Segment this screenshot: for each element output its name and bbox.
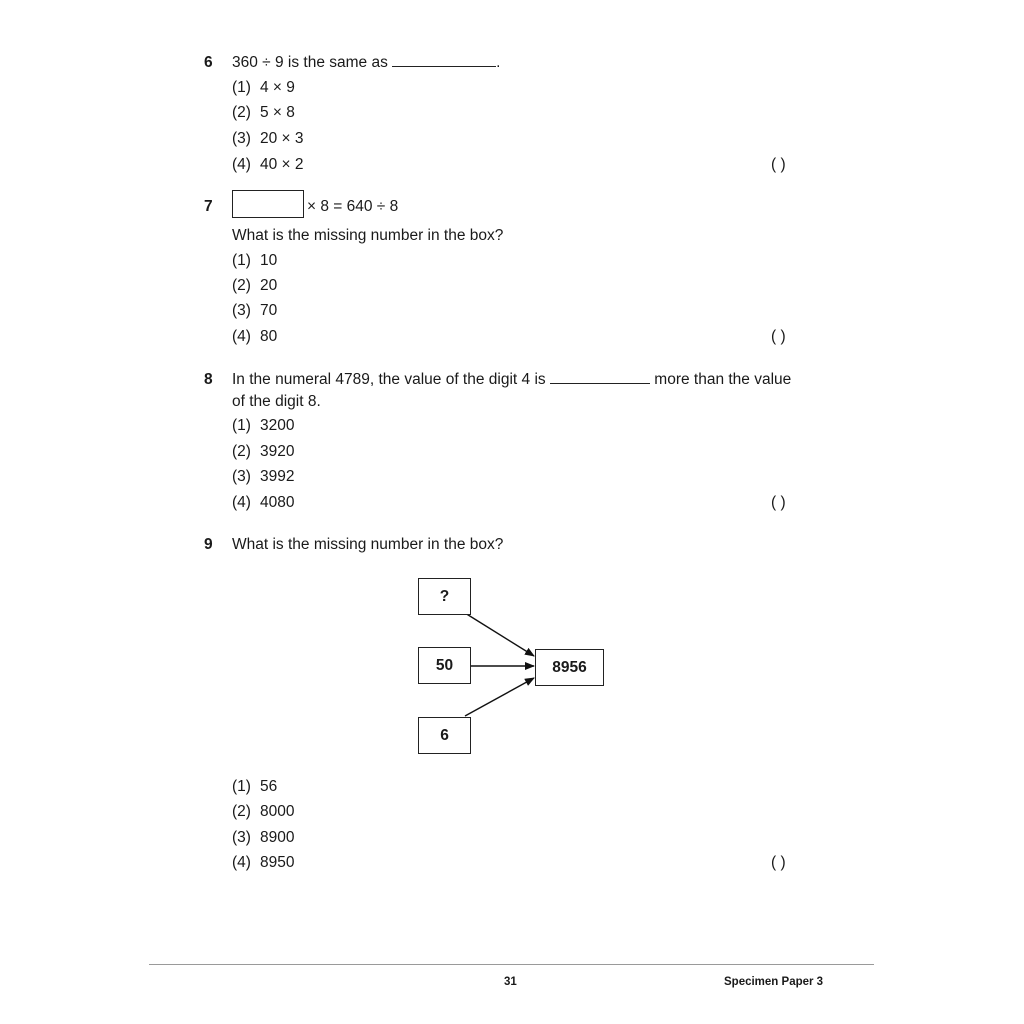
option-4[interactable]: (4)40 × 2 bbox=[232, 156, 304, 173]
answer-bracket[interactable]: ( ) bbox=[771, 854, 786, 871]
arrow-from-ones bbox=[464, 677, 535, 717]
question-text: What is the missing number in the box? bbox=[232, 227, 504, 244]
stem-text: In the numeral 4789, the value of the di… bbox=[232, 371, 546, 388]
option-1[interactable]: (1)4 × 9 bbox=[232, 79, 295, 96]
option-4[interactable]: (4)80 bbox=[232, 328, 278, 345]
answer-bracket[interactable]: ( ) bbox=[771, 156, 786, 173]
option-4[interactable]: (4)8950 bbox=[232, 854, 295, 871]
question-stem: In the numeral 4789, the value of the di… bbox=[232, 372, 791, 388]
question-number: 9 bbox=[204, 536, 213, 553]
answer-blank[interactable] bbox=[392, 65, 497, 67]
missing-number-box[interactable] bbox=[232, 190, 304, 218]
answer-bracket[interactable]: ( ) bbox=[771, 494, 786, 511]
answer-blank[interactable] bbox=[549, 382, 650, 384]
arrow-from-unknown bbox=[464, 612, 535, 657]
option-3[interactable]: (3)70 bbox=[232, 302, 278, 319]
ones-value-box: 6 bbox=[418, 717, 471, 754]
footer-divider bbox=[149, 964, 874, 965]
equation-text: × 8 = 640 ÷ 8 bbox=[307, 198, 399, 215]
option-4[interactable]: (4)4080 bbox=[232, 494, 295, 511]
stem-end: . bbox=[496, 54, 501, 71]
answer-bracket[interactable]: ( ) bbox=[771, 328, 786, 345]
tens-value-box: 50 bbox=[418, 647, 471, 684]
option-2[interactable]: (2)5 × 8 bbox=[232, 104, 295, 121]
question-stem: 360 ÷ 9 is the same as . bbox=[232, 55, 500, 71]
option-1[interactable]: (1)3200 bbox=[232, 417, 295, 434]
question-stem-line2: of the digit 8. bbox=[232, 393, 321, 410]
option-1[interactable]: (1)10 bbox=[232, 252, 278, 269]
stem-text: 360 ÷ 9 is the same as bbox=[232, 54, 388, 71]
option-3[interactable]: (3)3992 bbox=[232, 468, 295, 485]
question-number: 8 bbox=[204, 371, 213, 388]
option-3[interactable]: (3)20 × 3 bbox=[232, 130, 304, 147]
option-2[interactable]: (2)20 bbox=[232, 277, 278, 294]
question-text: What is the missing number in the box? bbox=[232, 536, 504, 553]
option-1[interactable]: (1)56 bbox=[232, 778, 278, 795]
option-2[interactable]: (2)8000 bbox=[232, 803, 295, 820]
total-value-box: 8956 bbox=[535, 649, 604, 686]
option-2[interactable]: (2)3920 bbox=[232, 443, 295, 460]
option-3[interactable]: (3)8900 bbox=[232, 829, 295, 846]
question-number: 7 bbox=[204, 198, 213, 215]
question-number: 6 bbox=[204, 54, 213, 71]
paper-title: Specimen Paper 3 bbox=[724, 976, 824, 988]
stem-text-after: more than the value bbox=[654, 371, 792, 388]
page-number: 31 bbox=[504, 976, 517, 988]
unknown-number-box[interactable]: ? bbox=[418, 578, 471, 615]
